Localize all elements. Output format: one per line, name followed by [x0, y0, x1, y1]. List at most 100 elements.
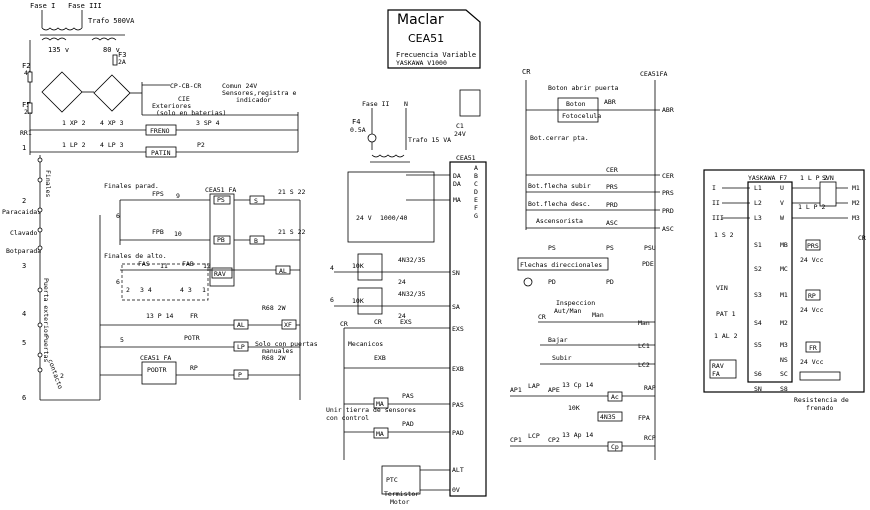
n9-label: 9	[176, 192, 180, 200]
pad-label: PAD	[452, 429, 464, 437]
drive-i-label: I	[712, 184, 716, 192]
contact-4	[37, 227, 43, 233]
common-label: Comun 24V	[222, 82, 257, 90]
drive-lp2b-label: 1 L P 2	[798, 203, 825, 211]
r10k1-label: 10K	[352, 262, 364, 270]
contacto2-label: 2	[60, 372, 64, 380]
al2-label-d: 1 AL 2	[714, 332, 738, 340]
pb-block	[213, 235, 231, 245]
drive-frame	[703, 169, 865, 393]
c1-label: C1	[456, 122, 464, 130]
mec-label: Mecanicos	[348, 340, 383, 348]
r10k2-label: 10K	[352, 297, 364, 305]
puerta-label: Puerta exterior	[42, 278, 50, 337]
b-label: B	[254, 237, 258, 245]
ascensor-label: Ascensorista	[536, 217, 583, 225]
motor-label: Motor	[390, 498, 410, 506]
p-coil	[233, 369, 249, 380]
ps-label-r: PS	[548, 244, 556, 252]
power-section: Fase I Fase III Trafo 500VA 135 v 80 v F…	[20, 2, 299, 158]
v24c-label: 24 Vcc	[800, 358, 824, 366]
drive-lp2-label: 1 L P 2	[800, 174, 827, 182]
fas-label: FAS	[138, 260, 150, 268]
m3-label: M3	[852, 214, 860, 222]
cea51fa2-label: CEA51 FA	[140, 354, 171, 362]
botcerrar-label: Bot.cerrar pta.	[530, 134, 589, 142]
da2-label: DA	[453, 180, 461, 188]
node-2: 2	[22, 197, 26, 205]
drive-sn-label: SN	[754, 385, 762, 393]
node-1: 1	[22, 144, 26, 152]
clavado-label: Clavado	[10, 229, 37, 237]
union1-label: Unir tierra de sensores	[326, 406, 416, 414]
p-label: P	[238, 371, 242, 379]
pat1-label: PAT 1	[716, 310, 736, 318]
al-coil	[275, 265, 291, 275]
cer2-label: CER	[662, 172, 674, 180]
brand-label: Maclar	[397, 12, 444, 28]
fpb-label: FPB	[152, 228, 164, 236]
d-label: D	[474, 188, 478, 196]
xp3-label: 4 XP 3	[100, 119, 124, 127]
lp-label: LP	[237, 343, 245, 351]
contact-7	[37, 322, 43, 328]
r68b-label: R68 2W	[262, 354, 286, 362]
node-6: 6	[22, 394, 26, 402]
ma-label: MA	[453, 196, 461, 204]
s21-label: 21 S 22	[278, 188, 305, 196]
man-label: Man	[592, 311, 604, 319]
abr2-label: ABR	[662, 106, 674, 114]
s2-label: S2	[754, 265, 762, 273]
ac-coil	[607, 391, 623, 402]
svn-box	[819, 181, 837, 207]
podtr-label: PODTR	[147, 366, 167, 374]
asc-label: ASC	[606, 219, 618, 227]
patin-label: PATIN	[151, 149, 171, 157]
p2-label: P2	[197, 141, 205, 149]
frenado-label: frenado	[806, 404, 833, 412]
m2b-label: M2	[780, 319, 788, 327]
drive-block	[747, 181, 793, 383]
xp2-label: 1 XP 2	[62, 119, 86, 127]
f4-label: F4	[352, 118, 360, 126]
ma2-label: MA	[376, 430, 384, 438]
n2-label: 2	[126, 286, 130, 294]
s5-label: S5	[754, 341, 762, 349]
rap-label: RAP	[644, 384, 656, 392]
rav-fa-box	[709, 359, 737, 379]
ps2-label-r: PS	[606, 244, 614, 252]
sn-label: SN	[452, 269, 460, 277]
cea51fa-label: CEA51 FA	[205, 186, 236, 194]
rr1-label: RR1	[20, 129, 32, 137]
m1-label: M1	[852, 184, 860, 192]
prs-label: PRS	[606, 183, 618, 191]
termistor-label: Termistor	[384, 490, 419, 498]
m1b-label: M1	[780, 291, 788, 299]
m24-label: 24	[398, 312, 406, 320]
contact-1	[37, 157, 43, 163]
m3b-label: M3	[780, 341, 788, 349]
prs-coil	[805, 239, 821, 251]
v135-label: 135 v	[48, 46, 69, 54]
f3-label: F3	[118, 51, 126, 59]
s8-label: S8	[780, 385, 788, 393]
drive-cr-label: CR	[858, 234, 866, 242]
opto1-box	[357, 253, 383, 281]
exb-label: EXB	[452, 365, 464, 373]
rp-coil	[805, 289, 821, 301]
finales-label: Finales	[44, 170, 52, 197]
c-label: C	[474, 180, 478, 188]
manual-label: manuales	[262, 347, 293, 355]
lp-coil	[233, 341, 249, 352]
u-label: U	[780, 184, 784, 192]
alto-label: Finales de alto.	[104, 252, 167, 260]
cp-coil	[607, 441, 623, 452]
al-label: AL	[279, 267, 287, 275]
paracaidas-label: Paracaidas	[2, 208, 41, 216]
botparada-label: Botparada	[6, 247, 41, 255]
contact-9	[37, 367, 43, 373]
fuse-f3	[112, 54, 118, 66]
freno-coil	[145, 124, 177, 136]
ptc-label: PTC	[386, 476, 398, 484]
ext2-label: (solo en baterias)	[156, 109, 226, 117]
